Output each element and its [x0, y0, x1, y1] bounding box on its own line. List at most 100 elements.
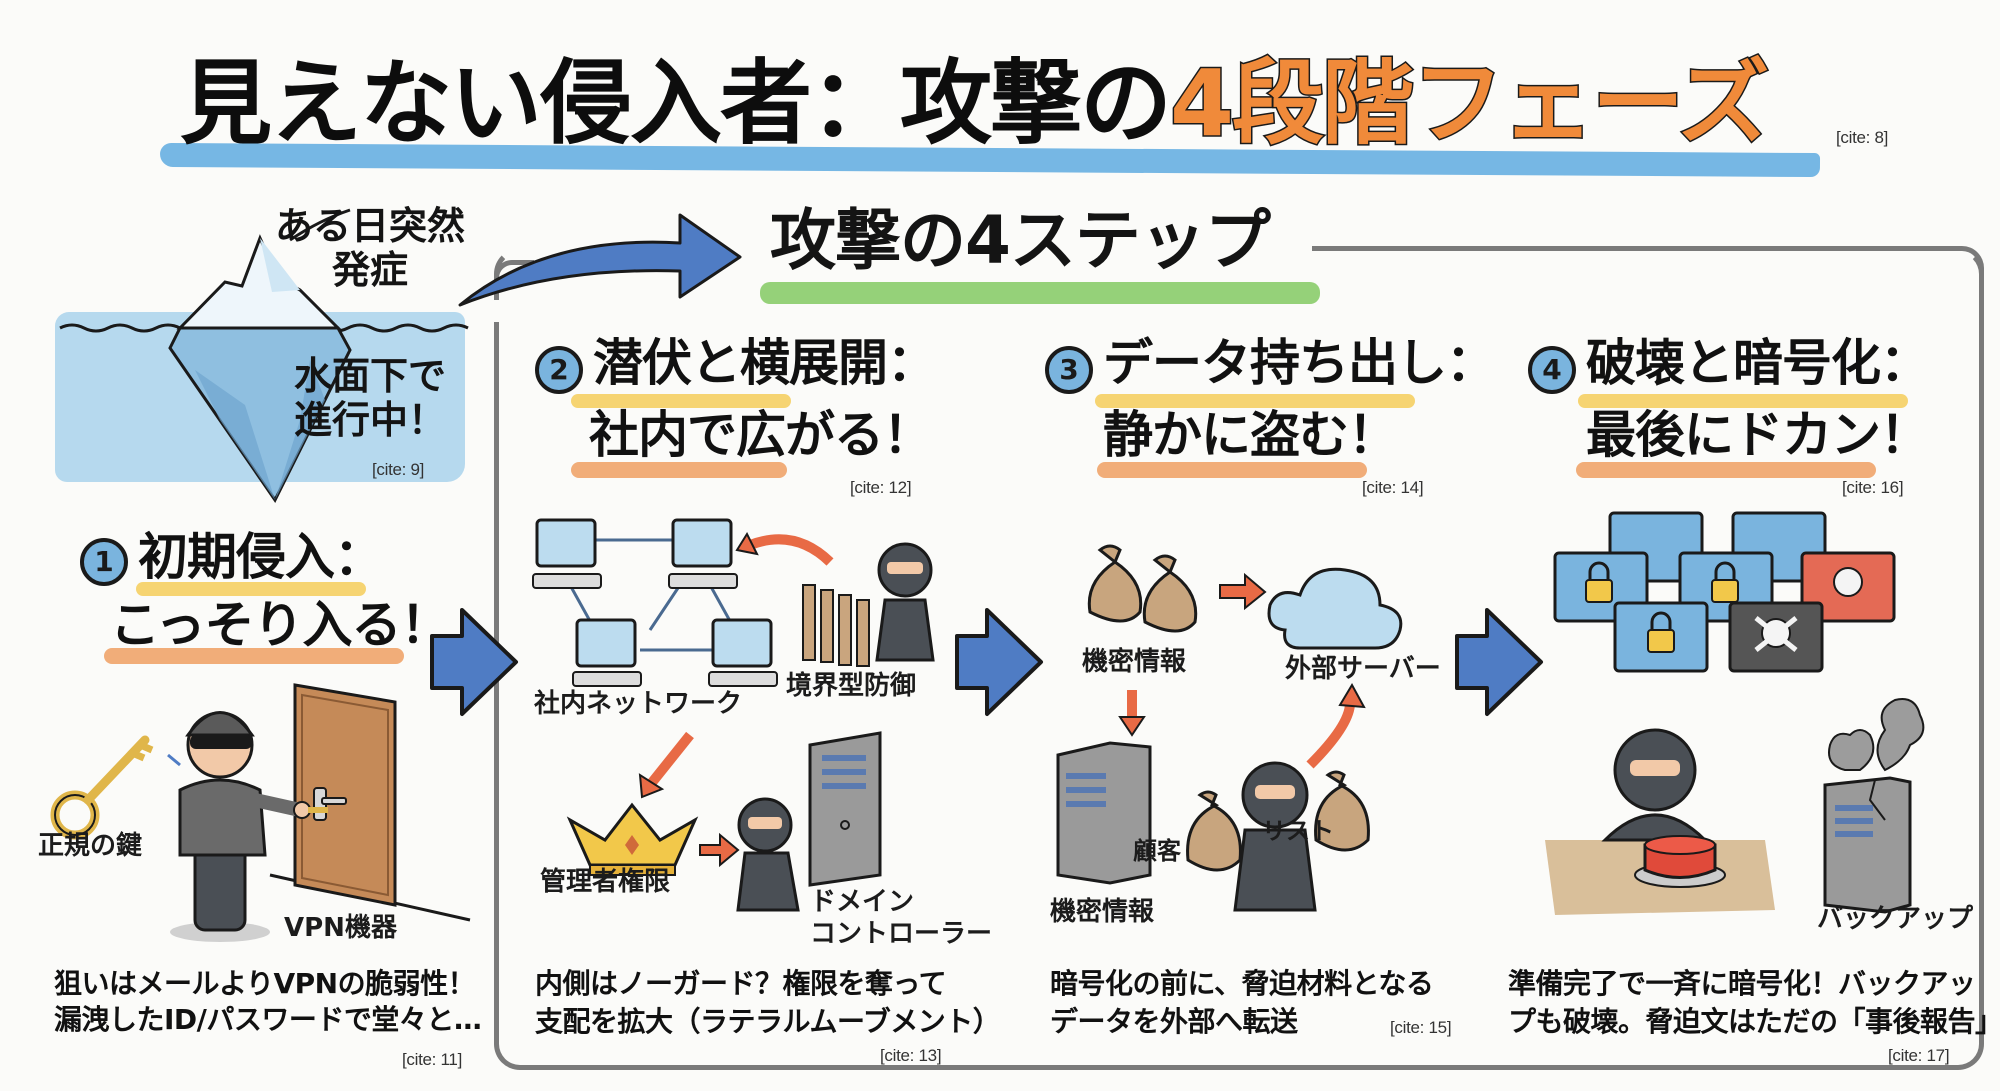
phase-3-heading-citation: [cite: 14] [1362, 478, 1424, 497]
broken-server-icon [1823, 776, 1912, 914]
red-arrow-icon [1306, 702, 1355, 769]
iceberg-illustration [59, 208, 469, 503]
title-citation: [cite: 8] [1836, 128, 1889, 147]
smoke-icon [1828, 698, 1925, 772]
flow-arrow-icon [430, 608, 518, 716]
highlight-orange [571, 462, 787, 478]
red-arrow-icon [748, 534, 834, 566]
phase-number-badge: 1 [80, 538, 128, 586]
steps-heading-underline [760, 282, 1320, 304]
iceberg-underwater [168, 326, 352, 503]
phase-3-description-line2: データを外部へ転送 [1050, 1005, 1298, 1038]
admin-privilege-label: 管理者権限 [540, 867, 671, 897]
privilege-escalation-illustration [566, 731, 882, 912]
computer-icon [532, 518, 602, 589]
crown-icon [566, 802, 699, 876]
highlight-orange [1097, 462, 1367, 478]
iceberg-citation: [cite: 9] [372, 460, 425, 479]
cloud-icon [1267, 567, 1403, 650]
iceberg-bottom-label-line1: 水面下で [293, 354, 446, 398]
red-button-icon [1634, 835, 1726, 888]
highlight-yellow [571, 394, 791, 408]
page-title: 見えない侵入者：攻撃の4段階フェーズ [180, 56, 1771, 151]
confidential-info-label-bottom: 機密情報 [1050, 897, 1155, 927]
phase-3-heading-line2: 静かに盗む！ [1103, 406, 1398, 464]
iceberg-top-label-line2: 発症 [331, 247, 408, 292]
computer-icon [572, 618, 642, 687]
phase-4-description-line2: プも破壊。脅迫文はただの「事後報告」 [1508, 1005, 2000, 1038]
phase-4-heading-citation: [cite: 16] [1842, 478, 1904, 497]
skull-computer-icon [1728, 601, 1824, 673]
fence-icon [802, 584, 870, 667]
phase-3-description-line1: 暗号化の前に、脅迫材料となる [1050, 967, 1434, 1000]
confidential-info-label-top: 機密情報 [1082, 647, 1187, 677]
bag-customer-label: 顧客 [1133, 837, 1181, 865]
key-icon [50, 735, 154, 840]
domain-controller-label-line2: コントローラー [810, 919, 993, 949]
money-bag-icon [1087, 544, 1143, 623]
iceberg-top-label: ある日突然 発症 [270, 204, 470, 292]
ninja-icon [1233, 761, 1317, 912]
steps-frame-top-edge [1312, 246, 1984, 276]
highlight-yellow [1095, 394, 1415, 408]
computer-icon [708, 618, 778, 687]
server-icon [1056, 741, 1152, 885]
ninja-stealing-illustration [1056, 682, 1370, 912]
locked-computer-icon [1613, 601, 1709, 673]
red-arrow-icon [1219, 572, 1267, 611]
phase-1-description-line2: 漏洩したID/パスワードで堂々と… [54, 1003, 482, 1036]
encrypted-computers-illustration [1553, 511, 1896, 673]
internal-network-label: 社内ネットワーク [534, 689, 743, 719]
external-server-label: 外部サーバー [1285, 654, 1441, 684]
phase-number-badge: 3 [1045, 346, 1093, 394]
intruder-illustration [50, 683, 471, 942]
pointer-line [289, 208, 351, 242]
key-label: 正規の鍵 [38, 831, 143, 861]
curved-arrow-icon [458, 213, 742, 307]
phase-3-citation: [cite: 15] [1390, 1018, 1452, 1037]
iceberg-bottom-label: 水面下で 進行中！ [290, 354, 450, 442]
flow-arrow-icon [955, 608, 1043, 716]
steps-heading: 攻撃の4ステップ [770, 202, 1271, 279]
red-arrow-icon [646, 731, 694, 789]
iceberg-bottom-label-line2: 進行中！ [293, 397, 446, 442]
phase-2-description-line2: 支配を拡大（ラテラルムーブメント） [535, 1005, 1001, 1038]
computer-icon [668, 518, 738, 589]
ninja-icon [1601, 728, 1709, 842]
domain-controller-label-line1: ドメイン [810, 887, 915, 917]
skull-computer-icon [1800, 551, 1896, 623]
phase-number-badge: 4 [1528, 346, 1576, 394]
phase-4-citation: [cite: 17] [1888, 1046, 1950, 1065]
backup-label: バックアップ [1817, 904, 1974, 934]
phase-1-citation: [cite: 11] [402, 1050, 462, 1069]
phase-4-heading-line1: 破壊と暗号化： [1586, 334, 1930, 392]
page-title-highlight: 4段階フェーズ [1169, 50, 1771, 157]
highlight-yellow [136, 582, 366, 596]
phase-4-heading-line2: 最後にドカン！ [1586, 406, 1930, 464]
phase-2-heading-line2: 社内で広がる！ [589, 406, 933, 464]
highlight-orange [1576, 462, 1876, 478]
phase-number-badge: 2 [535, 346, 583, 394]
iceberg-top-label-line1: ある日突然 [274, 204, 465, 248]
perimeter-defense-label: 境界型防御 [786, 671, 917, 701]
bag-list-label: リスト [1262, 817, 1334, 845]
network-illustration [532, 518, 935, 687]
frame-gap [488, 300, 504, 322]
phase-2-description-line1: 内側はノーガード？権限を奪って [535, 967, 947, 1000]
door-icon [293, 683, 397, 907]
phase-4-description-line1: 準備完了で一斉に暗号化！バックアッ [1508, 967, 1976, 1000]
phase-1-heading-line1: 初期侵入： [138, 528, 384, 586]
phase-1-heading-line2: こっそり入る！ [110, 596, 450, 654]
phase-2-citation: [cite: 13] [880, 1046, 942, 1065]
page-title-main: 見えない侵入者：攻撃の [180, 50, 1172, 157]
highlight-yellow [1578, 394, 1908, 408]
flow-arrow-icon [1455, 608, 1543, 716]
money-bag-icon [1314, 770, 1370, 852]
destruction-illustration [1545, 698, 1925, 915]
phase-1-description-line1: 狙いはメールよりVPNの脆弱性！ [54, 967, 476, 1000]
thief-icon [170, 711, 328, 942]
money-bag-icon [1186, 790, 1242, 872]
money-bag-icon [1142, 554, 1198, 633]
phase-2-heading-citation: [cite: 12] [850, 478, 912, 497]
phase-2-heading-line1: 潜伏と横展開： [593, 334, 937, 392]
